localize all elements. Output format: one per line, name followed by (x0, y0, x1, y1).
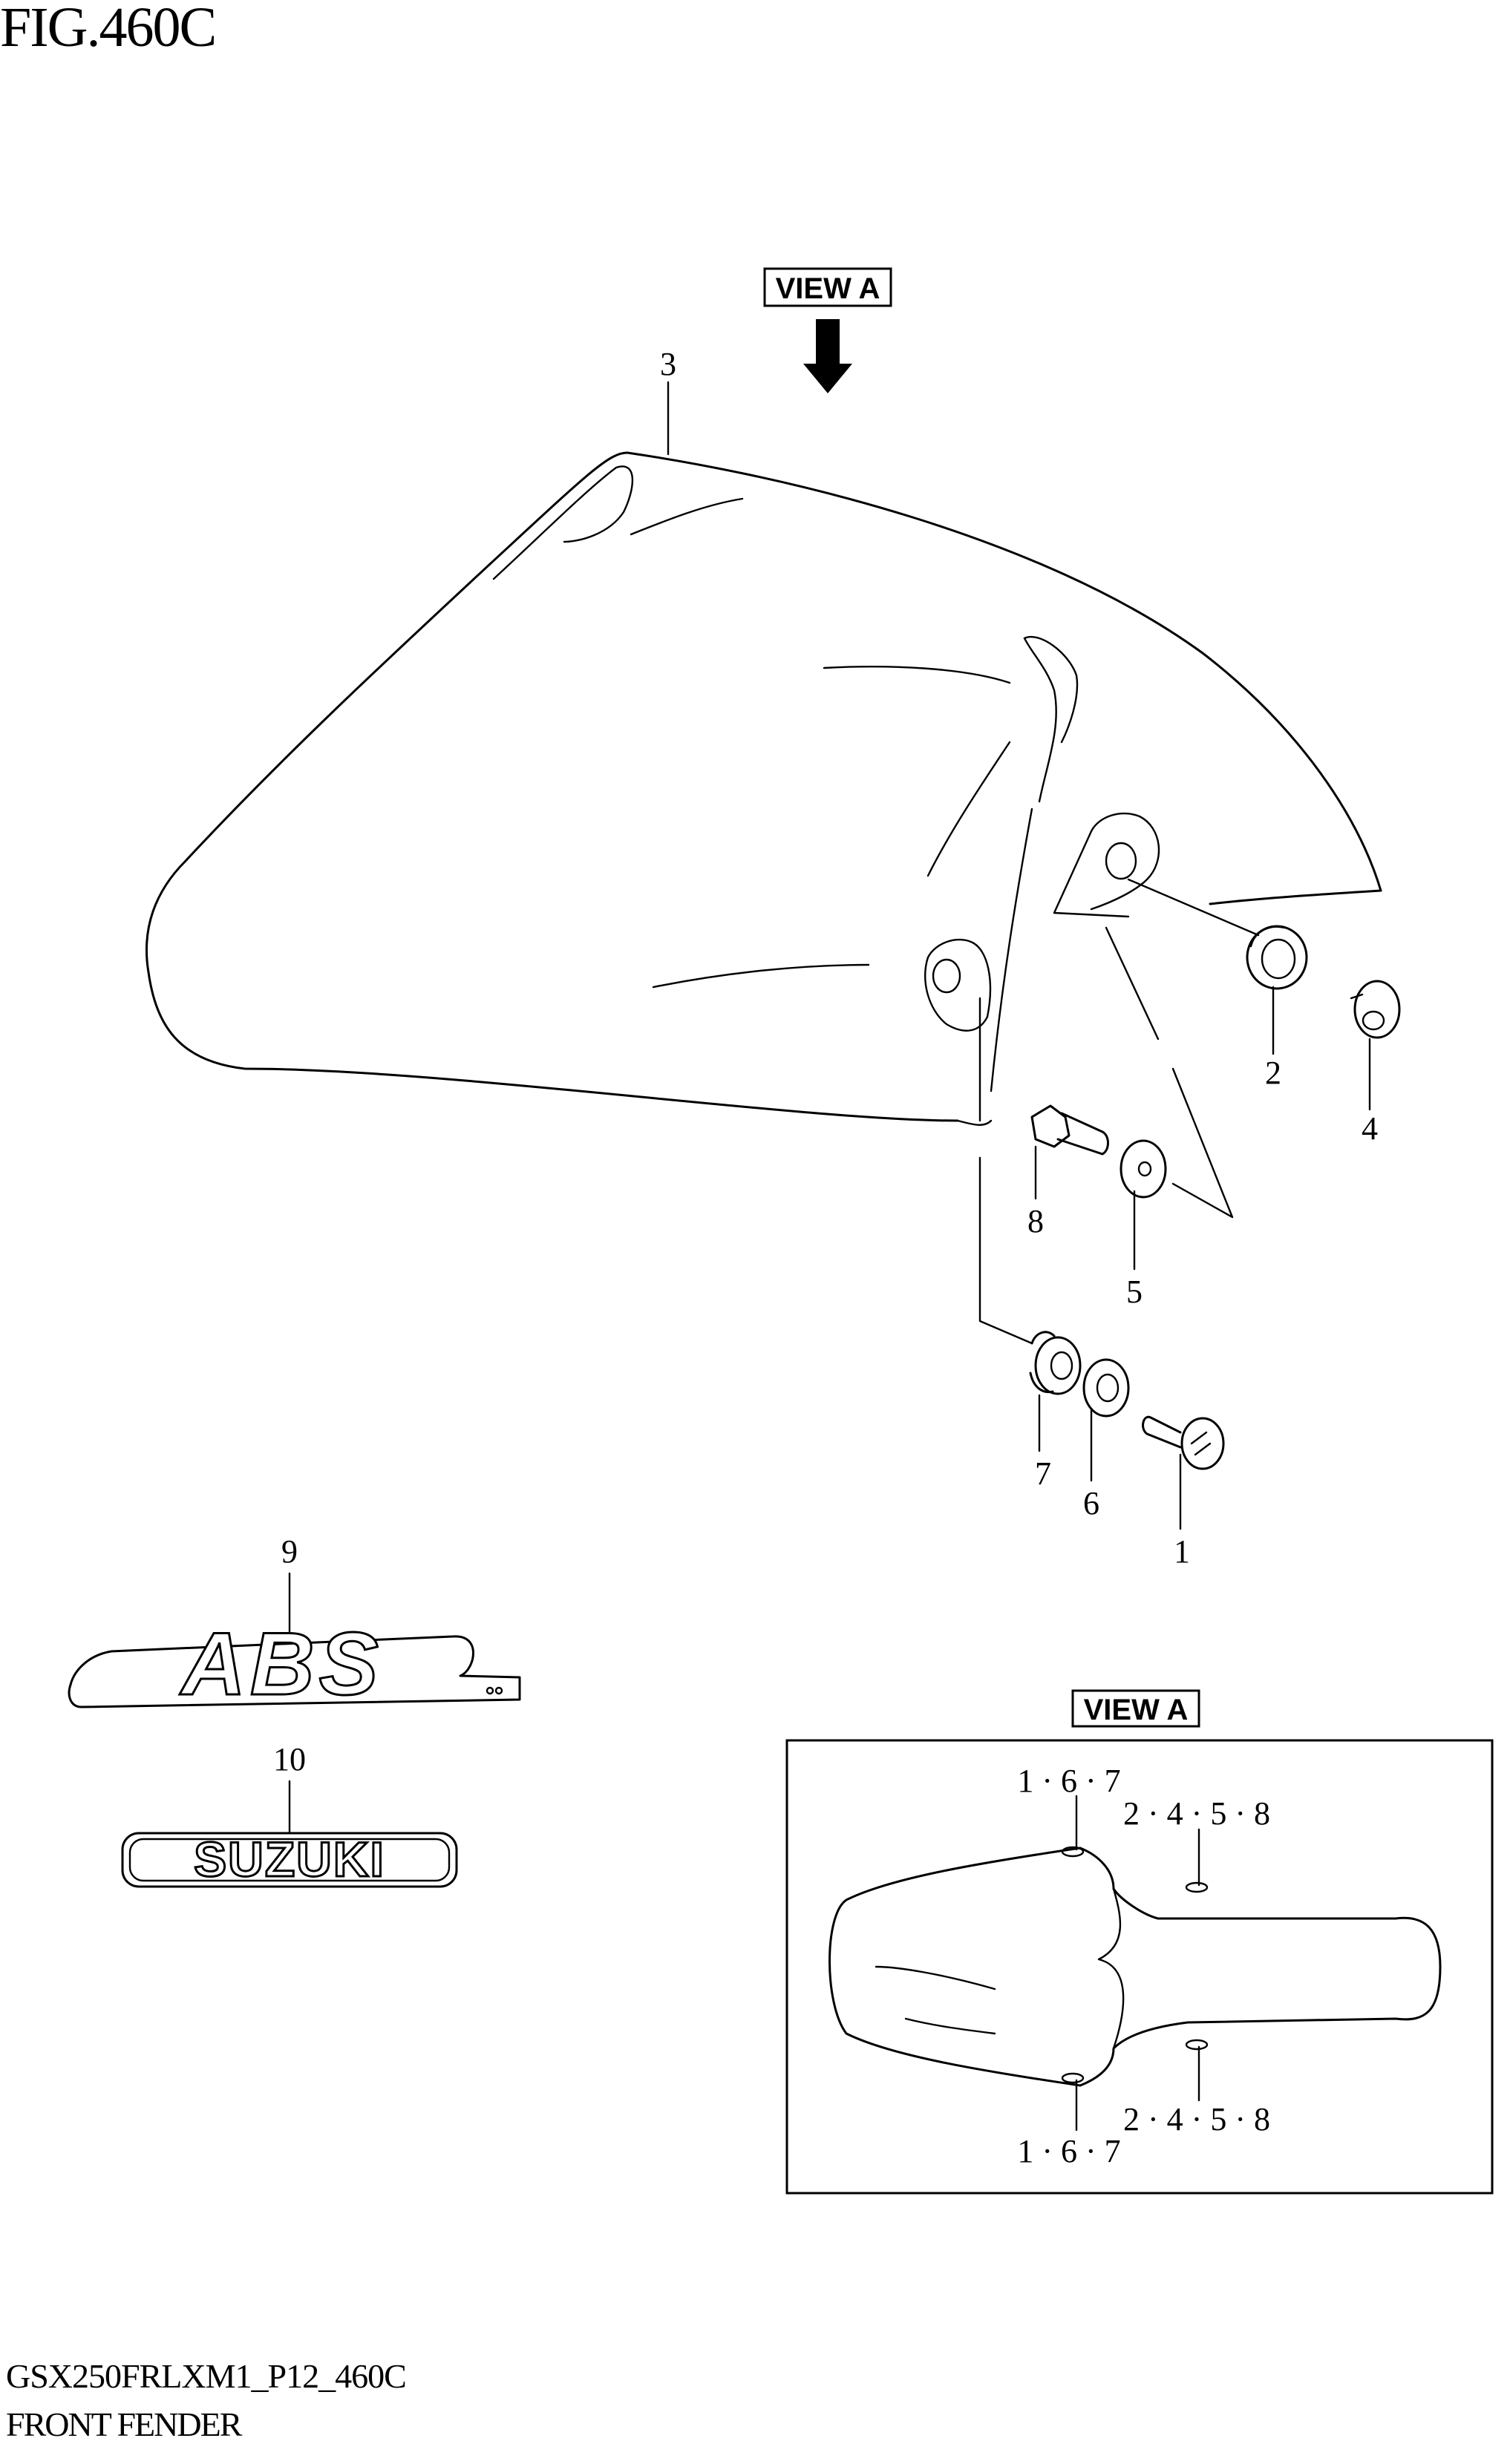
leader-lines (288, 381, 1371, 1835)
abs-decal: ABS (68, 1613, 521, 1715)
callout-1: 1 (1174, 1533, 1190, 1570)
callout-numbers: 3 2 4 8 5 7 6 1 9 10 (273, 346, 1378, 1777)
callout-3: 3 (660, 346, 676, 382)
part-5-washer (1120, 1139, 1167, 1199)
callout-10: 10 (273, 1741, 306, 1777)
callout-8: 8 (1027, 1203, 1044, 1239)
view-a-tag-box (763, 267, 892, 307)
model-code: GSX250FRLXM1_P12_460C (6, 2357, 407, 2395)
view-a-group-rear-top: 2 · 4 · 5 · 8 (1123, 1795, 1270, 1832)
abs-decal-text: ABS (179, 1614, 382, 1714)
view-direction-arrow-icon (803, 319, 852, 393)
view-a-fender-top-view (828, 1795, 1442, 2132)
figure-name: FRONT FENDER (6, 2405, 242, 2443)
part-8-bolt (1030, 1104, 1109, 1156)
part-7-grommet (1029, 1331, 1082, 1395)
part-6-washer (1082, 1358, 1130, 1418)
view-a-group-front-bottom: 1 · 6 · 7 (1017, 2133, 1120, 2169)
callout-5: 5 (1126, 1274, 1143, 1310)
suzuki-decal-text: SUZUKI (194, 1832, 385, 1887)
callout-9: 9 (281, 1533, 298, 1570)
part-4-clip (1350, 980, 1401, 1039)
suzuki-decal: SUZUKI (121, 1831, 458, 1888)
view-a-tag-text: VIEW A (776, 272, 880, 305)
callout-6: 6 (1083, 1485, 1099, 1521)
view-a-frame (785, 1739, 1494, 2195)
view-a-group-front-top: 1 · 6 · 7 (1017, 1763, 1120, 1799)
part-1-screw (1142, 1415, 1225, 1470)
callout-7: 7 (1035, 1455, 1051, 1492)
callout-4: 4 (1362, 1110, 1378, 1147)
part-2-grommet (1246, 925, 1308, 990)
view-a-label-box (1071, 1689, 1200, 1728)
view-a-group-rear-bottom: 2 · 4 · 5 · 8 (1123, 2101, 1270, 2137)
callout-2: 2 (1265, 1055, 1281, 1091)
front-fender-drawing (146, 451, 1382, 1219)
view-a-label-text: VIEW A (1084, 1694, 1189, 1726)
figure-title: FIG.460C (0, 0, 217, 59)
